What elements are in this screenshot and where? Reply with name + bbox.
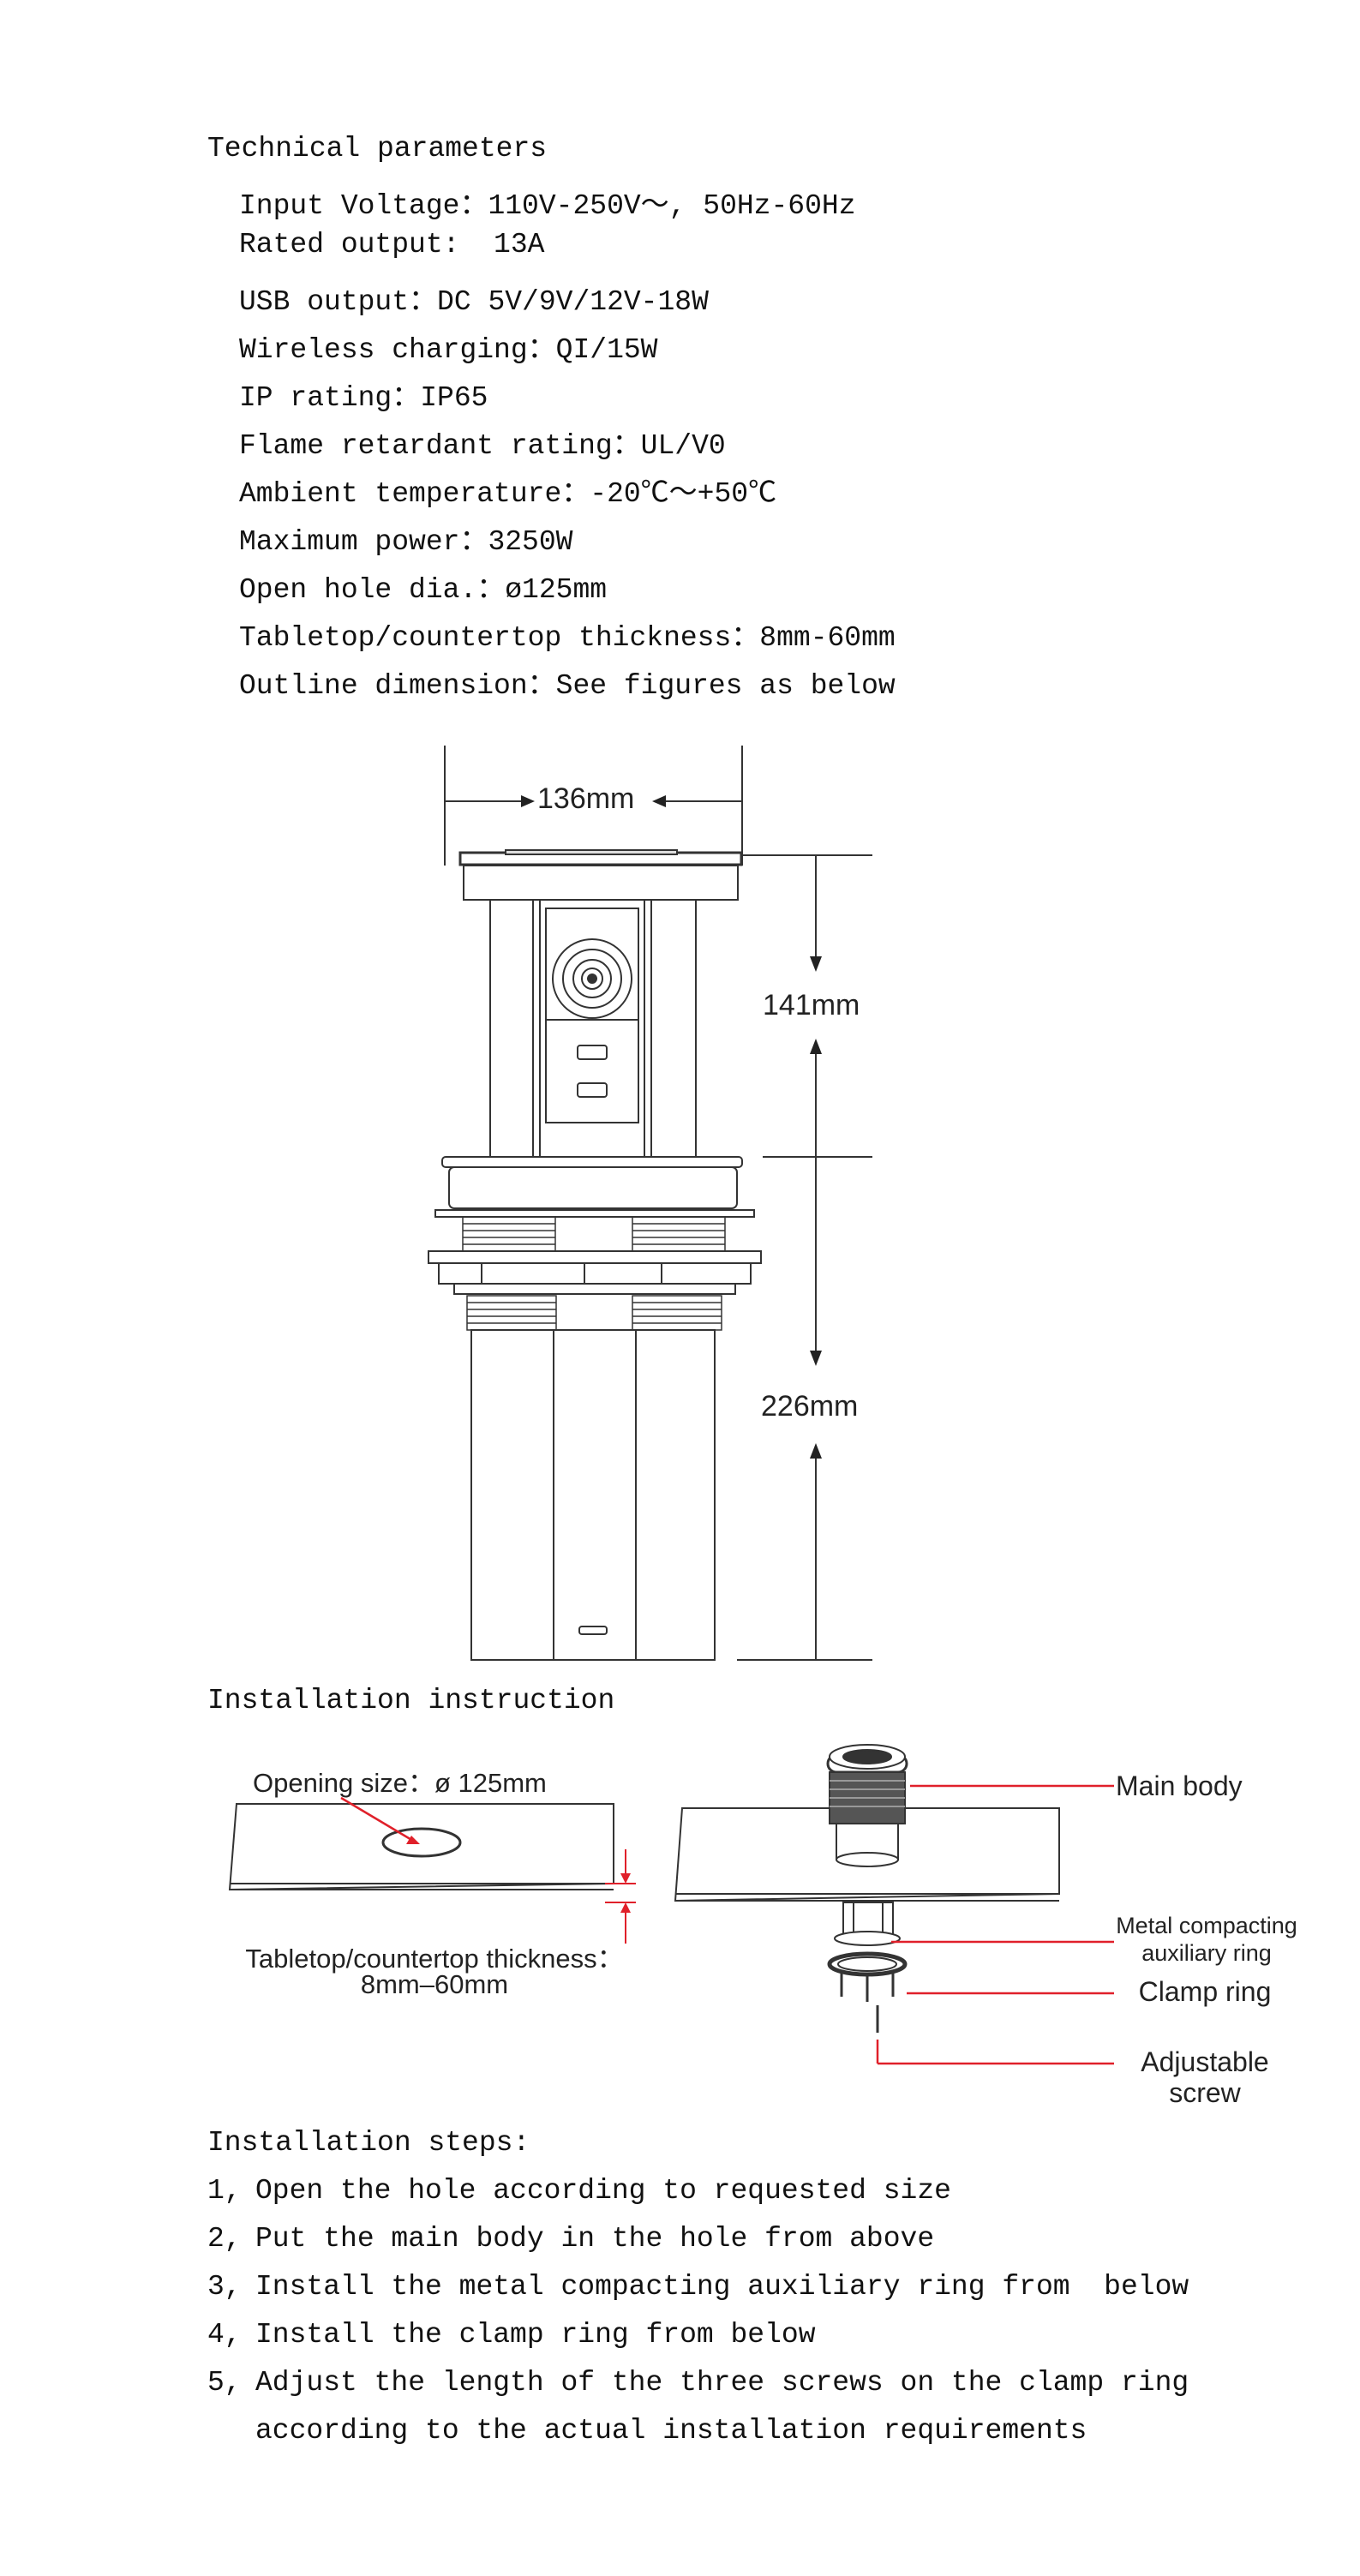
param-tabletop-thickness: Tabletop/countertop thickness：8mm-60mm [239, 622, 896, 654]
step-text: Install the metal compacting auxiliary r… [255, 2271, 1189, 2303]
arrow-left-icon [652, 795, 666, 807]
step-item: 4, Install the clamp ring from below [207, 2319, 816, 2351]
step-item: 2, Put the main body in the hole from abo… [207, 2223, 934, 2255]
metal-ring-label-line1: Metal compacting [1116, 1913, 1297, 1938]
indicator-icon [578, 1626, 608, 1635]
width-dimension-label: 136mm [537, 782, 635, 815]
step-number: 3, [207, 2271, 242, 2303]
adjustable-screw-label-line2: screw [1169, 2077, 1241, 2108]
param-wireless-charging: Wireless charging：QI/15W [239, 334, 658, 366]
step-text: Open the hole according to requested siz… [255, 2175, 951, 2207]
param-outline-dimension: Outline dimension：See figures as below [239, 670, 896, 702]
step-continuation: according to the actual installation req… [255, 2415, 1087, 2447]
param-flame-rating: Flame retardant rating：UL/V0 [239, 430, 726, 462]
clamp-ring-icon [827, 1951, 908, 1977]
step-number: 2, [207, 2223, 242, 2255]
main-body-label: Main body [1116, 1770, 1243, 1801]
arrow-right-icon [521, 795, 535, 807]
lower-height-label: 226mm [761, 1390, 859, 1423]
upper-height-label: 141mm [763, 989, 860, 1021]
step-item: 1, Open the hole according to requested s… [207, 2175, 951, 2207]
usb-port-icon [577, 1082, 608, 1098]
technical-title: Technical parameters [207, 133, 548, 165]
thickness-label-line1: Tabletop/countertop thickness： [245, 1944, 624, 1974]
arrow-down-icon [810, 956, 822, 972]
param-open-hole: Open hole dia.：ø125mm [239, 574, 608, 606]
step-text: Adjust the length of the three screws on… [255, 2367, 1189, 2399]
steps-title: Installation steps: [207, 2127, 530, 2159]
arrow-up-icon [810, 1039, 822, 1054]
usb-port-icon [577, 1045, 608, 1060]
installation-title: Installation instruction [207, 1685, 615, 1716]
param-input-voltage: Input Voltage：110V-250V～, 50Hz-60Hz [239, 190, 856, 222]
clamp-ring-label: Clamp ring [1138, 1976, 1272, 2007]
param-ambient-temperature: Ambient temperature：-20℃～+50℃ [239, 478, 777, 510]
param-rated-output: Rated output: 13A [239, 229, 545, 261]
metal-ring-label-line2: auxiliary ring [1141, 1940, 1272, 1966]
step-number: 1, [207, 2175, 242, 2207]
step-text: Put the main body in the hole from above [255, 2223, 935, 2255]
opening-size-label: Opening size：ø 125mm [253, 1768, 547, 1798]
step-item: 5, Adjust the length of the three screws … [207, 2367, 1189, 2399]
adjustable-screw-label-line1: Adjustable [1141, 2046, 1269, 2077]
arrow-down-icon [810, 1351, 822, 1366]
thickness-label-line2: 8mm–60mm [360, 1969, 509, 1999]
arrow-up-icon [810, 1443, 822, 1459]
wireless-coil-icon [552, 938, 632, 1019]
step-number: 4, [207, 2319, 242, 2351]
step-text: Install the clamp ring from below [255, 2319, 816, 2351]
param-maximum-power: Maximum power：3250W [239, 526, 573, 558]
step-number: 5, [207, 2367, 242, 2399]
step-item: 3, Install the metal compacting auxiliary… [207, 2271, 1189, 2303]
param-usb-output: USB output：DC 5V/9V/12V-18W [239, 286, 709, 318]
param-ip-rating: IP rating：IP65 [239, 382, 488, 414]
